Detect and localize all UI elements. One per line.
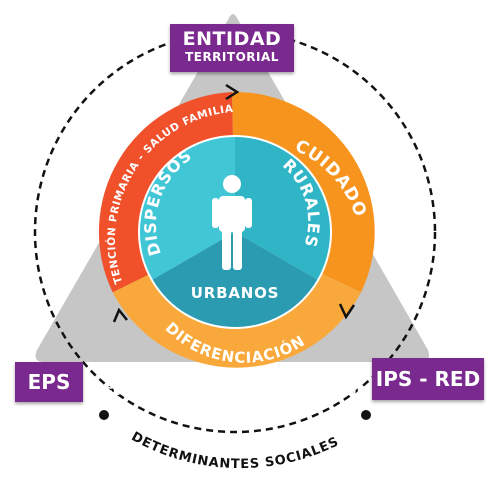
sector-urbanos — [152, 232, 318, 328]
sector-label-urbanos: URBANOS — [191, 284, 279, 302]
territorial-label: TERRITORIAL — [185, 50, 279, 64]
ips-red-box: IPS - RED — [372, 358, 484, 400]
sector-rurales — [235, 137, 331, 280]
arrow-right-icon — [338, 303, 356, 320]
dot-right — [361, 410, 371, 420]
eps-box: EPS — [15, 362, 83, 402]
dot-left — [99, 410, 109, 420]
triangle-label: GESTIÓN INTEGRAL DEL RIESGO EN SALUD — [104, 385, 366, 398]
ips-red-label: IPS - RED — [375, 367, 481, 391]
outer-label-determinantes: DETERMINANTES SOCIALES — [129, 429, 342, 472]
arrow-top-icon — [225, 83, 240, 101]
arrow-left-icon — [112, 307, 128, 323]
sector-dispersos — [139, 137, 235, 280]
entidad-label: ENTIDAD — [182, 28, 282, 50]
person-icon — [212, 175, 252, 270]
eps-label: EPS — [27, 370, 71, 394]
entidad-territorial-box: ENTIDAD TERRITORIAL — [170, 24, 294, 72]
